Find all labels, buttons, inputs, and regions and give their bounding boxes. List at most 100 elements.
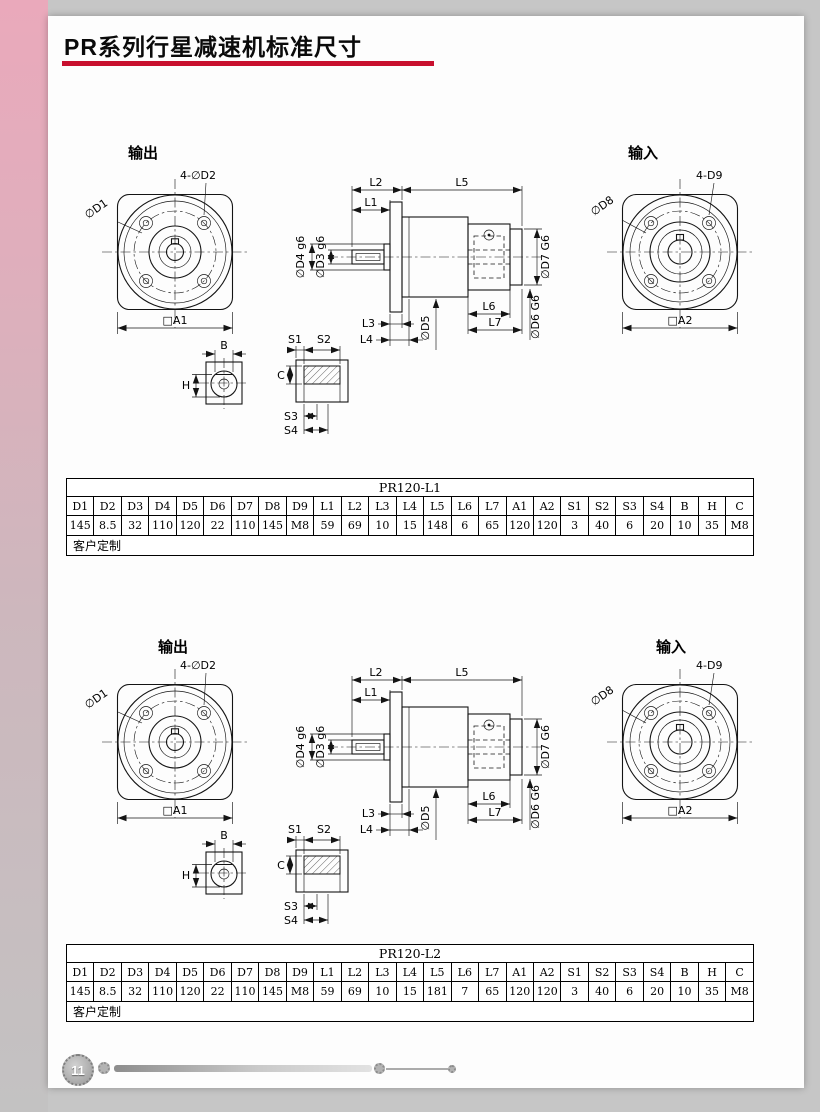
label-d6: ∅D6 G6 [529,785,542,829]
table-cell: S2 [587,496,617,516]
label-l5: L5 [455,666,468,679]
table-cell: 120 [505,981,534,1002]
table-note: 客户定制 [66,1001,754,1022]
table-cell: 110 [148,515,177,536]
label-d5: ∅D5 [419,315,432,340]
table-cell: 35 [697,515,727,536]
table-cell: S3 [615,496,644,516]
label-s2: S2 [317,823,331,836]
label-c: C [277,369,285,382]
table-cell: D2 [93,496,122,516]
label-d6: ∅D6 G6 [529,295,542,339]
table-cell: 65 [478,515,507,536]
table-cell: 120 [175,981,205,1002]
table-cell: M8 [725,981,754,1002]
label-b: B [220,339,228,352]
label-s2: S2 [317,333,331,346]
table-cell: C [725,496,754,516]
table-cell: 110 [148,981,177,1002]
footer-gear-icon [448,1065,456,1073]
table-cell: L7 [478,962,507,982]
input-flange-rear-view: ∅D8 4-D9 □A2 [588,659,753,824]
table-cell: 145 [258,515,287,536]
mounting-holes [139,706,211,778]
label-h: H [182,379,190,392]
label-a2: □A2 [668,804,693,817]
gearbox-side-view: L2 L5 L1 ∅D4 g6 ∅D3 g6 L3 L4 [294,176,552,350]
footer-decoration-bar [114,1065,372,1072]
table-cell: D5 [175,496,205,516]
table-cell: A2 [532,962,562,982]
table-cell: L5 [423,962,452,982]
label-l7: L7 [488,806,501,819]
table-cell: 8.5 [93,981,122,1002]
table-cell: 69 [340,515,370,536]
label-d7: ∅D7 G6 [539,235,552,279]
table-cell: H [697,962,727,982]
table-title-row: PR120-L2 [66,944,754,963]
label-l7: L7 [488,316,501,329]
table-cell: L6 [450,962,480,982]
label-d9: 4-D9 [696,169,722,182]
output-shaft-end-view: B H [182,829,249,899]
label-d4: ∅D4 g6 [294,236,307,279]
page-number: 11 [71,1062,85,1078]
label-d3: ∅D3 g6 [314,726,327,769]
label-s1: S1 [288,333,302,346]
table-cell: 15 [395,981,425,1002]
label-d2: 4-∅D2 [180,659,216,672]
table-cell: 120 [532,515,562,536]
table-cell: D1 [65,962,95,982]
table-cell: S1 [560,496,589,516]
table-cell: D9 [285,496,315,516]
label-l2: L2 [369,666,382,679]
output-flange-front-view: ∅D1 4-∅D2 □A1 [82,169,248,334]
table-cell: 120 [505,515,534,536]
table-cell: 32 [120,515,150,536]
table-note: 客户定制 [66,535,754,556]
label-l3: L3 [362,807,375,820]
output-shaft-end-view: B H [182,339,249,409]
table-cell: S4 [642,496,672,516]
table-cell: D4 [148,962,177,982]
table-cell: D7 [230,962,260,982]
table-cell: 148 [423,515,452,536]
input-label: 输入 [628,145,659,162]
footer-gear-icon [98,1062,110,1074]
label-l2: L2 [369,176,382,189]
table-cell: L3 [368,962,397,982]
table-cell: L1 [313,962,342,982]
table-cell: D3 [120,496,150,516]
label-s1: S1 [288,823,302,836]
label-d8: ∅D8 [588,683,616,708]
table-cell: D8 [258,496,287,516]
table-cell: 3 [560,515,589,536]
table-cell: C [725,962,754,982]
table-cell: 59 [313,981,342,1002]
table-cell: A1 [505,962,534,982]
table-cell: 10 [368,515,397,536]
input-label: 输入 [656,639,687,656]
table-cell: L3 [368,496,397,516]
output-label: 输出 [158,639,189,656]
table-cell: 6 [450,515,480,536]
table-cell: 22 [203,515,232,536]
table-cell: L2 [340,496,370,516]
label-l1: L1 [364,196,377,209]
label-s3: S3 [284,900,298,913]
table-cell: 20 [642,981,672,1002]
label-d1: ∅D1 [82,686,110,711]
table-cell: 69 [340,981,370,1002]
table-title: PR120-L2 [66,944,754,963]
label-d4: ∅D4 g6 [294,726,307,769]
table-cell: 40 [587,981,617,1002]
mounting-holes [139,216,211,288]
table-cell: D8 [258,962,287,982]
table-cell: D6 [203,962,232,982]
catalog-page: PR系列行星减速机标准尺寸 输出 输入 [48,16,804,1088]
table-cell: 22 [203,981,232,1002]
